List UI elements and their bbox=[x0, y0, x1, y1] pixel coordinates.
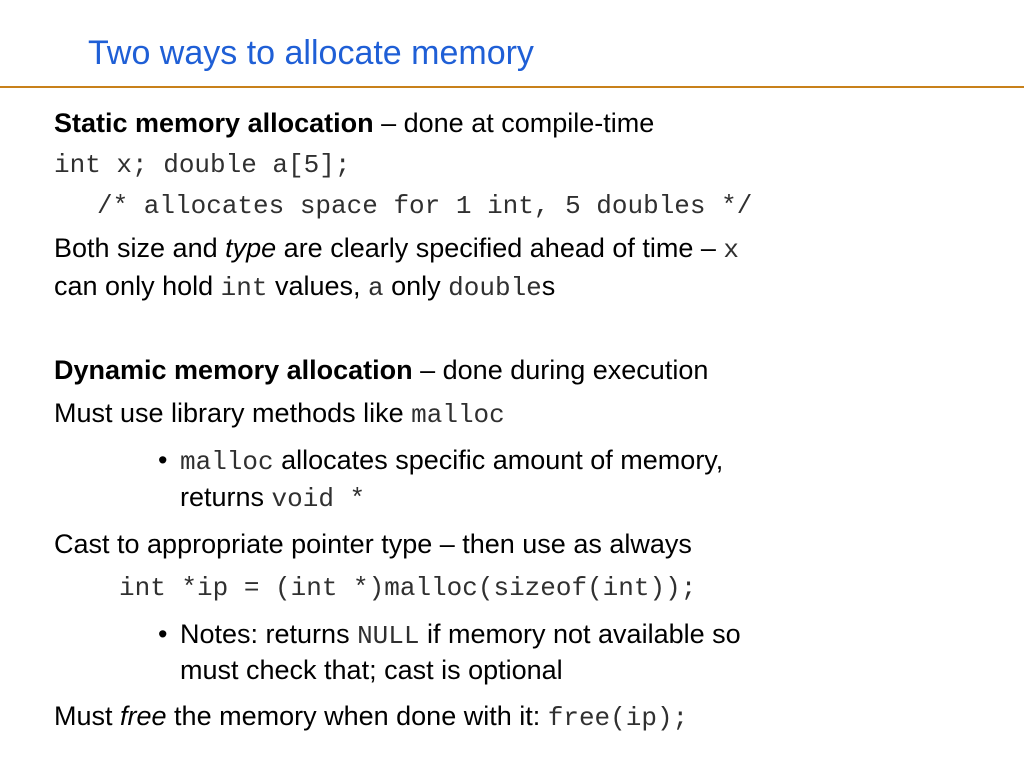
dynamic-heading: Dynamic memory allocation bbox=[54, 355, 413, 385]
cast-line: Cast to appropriate pointer type – then … bbox=[54, 529, 692, 559]
static-desc-line-1: Both size and type are clearly specified… bbox=[54, 231, 739, 267]
notes-text-b: if memory not available so bbox=[419, 619, 741, 649]
code-a: a bbox=[368, 273, 384, 303]
code-malloc: malloc bbox=[411, 400, 505, 430]
notes-line-2: must check that; cast is optional bbox=[180, 655, 563, 685]
static-desc-2b: values, bbox=[267, 271, 368, 301]
code-malloc-bullet: malloc bbox=[180, 447, 274, 477]
free-line: Must free the memory when done with it: … bbox=[54, 699, 688, 735]
bullet-1-marker: • bbox=[158, 445, 168, 475]
page-title: Two ways to allocate memory bbox=[88, 34, 534, 72]
dynamic-heading-line: Dynamic memory allocation – done during … bbox=[54, 353, 708, 387]
static-code-comment: /* allocates space for 1 int, 5 doubles … bbox=[97, 191, 753, 221]
dynamic-heading-rest: – done during execution bbox=[412, 355, 709, 385]
bullet-1-returns: returns bbox=[180, 482, 272, 512]
bullet-1-line-1: malloc allocates specific amount of memo… bbox=[180, 443, 723, 479]
must-use-text: Must use library methods like bbox=[54, 398, 412, 428]
cast-code: int *ip = (int *)malloc(sizeof(int)); bbox=[119, 573, 697, 603]
free-text-b: the memory when done with it: bbox=[166, 701, 548, 731]
static-heading-line: Static memory allocation – done at compi… bbox=[54, 106, 654, 140]
code-int: int bbox=[220, 273, 268, 303]
static-desc-1b: are clearly specified ahead of time – bbox=[276, 233, 724, 263]
code-double: double bbox=[448, 273, 542, 303]
code-free: free(ip); bbox=[547, 703, 689, 733]
must-use-line: Must use library methods like malloc bbox=[54, 396, 505, 432]
notes-text-a: Notes: returns bbox=[180, 619, 358, 649]
static-code-decl: int x; double a[5]; bbox=[54, 150, 351, 180]
static-desc-1a: Both size and bbox=[54, 233, 226, 263]
bullet-1-line-2: returns void * bbox=[180, 480, 365, 516]
type-emphasis: type bbox=[225, 233, 277, 263]
static-heading-rest: – done at compile-time bbox=[373, 108, 655, 138]
free-emphasis: free bbox=[120, 701, 167, 731]
title-divider bbox=[0, 86, 1024, 88]
notes-line-1: Notes: returns NULL if memory not availa… bbox=[180, 617, 741, 653]
code-void-ptr: void * bbox=[271, 484, 366, 514]
static-desc-2a: can only hold bbox=[54, 271, 221, 301]
free-text-a: Must bbox=[54, 701, 121, 731]
static-desc-2s: s bbox=[541, 271, 556, 301]
static-heading: Static memory allocation bbox=[54, 108, 374, 138]
bullet-2-marker: • bbox=[158, 619, 168, 649]
static-desc-2c: only bbox=[383, 271, 449, 301]
static-desc-line-2: can only hold int values, a only doubles bbox=[54, 269, 555, 305]
code-null: NULL bbox=[357, 621, 420, 651]
bullet-1-text: allocates specific amount of memory, bbox=[273, 445, 724, 475]
code-x: x bbox=[723, 235, 740, 265]
